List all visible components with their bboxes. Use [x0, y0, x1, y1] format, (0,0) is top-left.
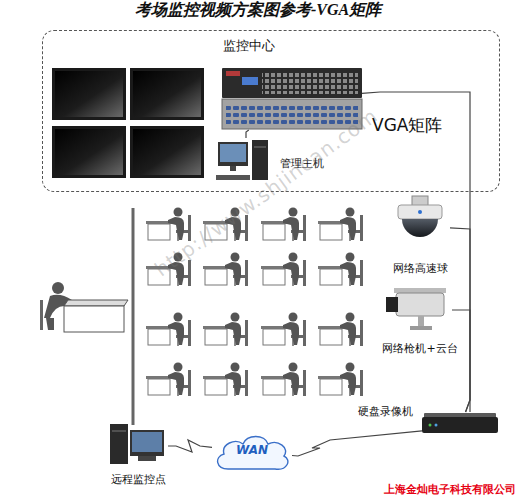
pc-icon — [216, 140, 268, 180]
pc-stand — [138, 456, 156, 461]
monitor-frame — [52, 126, 126, 178]
camera-lens — [386, 297, 398, 312]
monitor-frame — [130, 126, 204, 178]
dvr-front — [422, 417, 498, 433]
student-desk — [261, 313, 306, 347]
matrix-ports — [226, 103, 358, 125]
student-grid — [146, 208, 363, 397]
dvr-light — [429, 424, 432, 427]
monitor-frame — [130, 68, 204, 120]
dvr-device — [422, 413, 498, 433]
monitor-frame — [52, 68, 126, 120]
dvr-device: 硬盘录像机 — [422, 412, 498, 442]
camera-shield — [394, 288, 446, 293]
network-cable — [452, 310, 470, 412]
network-cable — [450, 228, 470, 412]
student-desk — [318, 363, 363, 397]
matrix-device — [222, 68, 362, 129]
group-frame: 监控中心VGA矩阵管理主机 — [42, 30, 500, 192]
teacher-legs — [46, 318, 54, 330]
dome-logo — [418, 210, 422, 214]
camera-body — [396, 293, 444, 316]
monitor-screen — [55, 129, 123, 175]
pc-drive — [254, 147, 266, 148]
monitor-screen — [133, 71, 201, 117]
monitor-screen — [55, 71, 123, 117]
dome-camera — [398, 196, 442, 237]
diagram-title: 考场监控视频方案图参考-VGA矩阵 — [0, 0, 516, 21]
student-desk — [146, 363, 191, 397]
pc-tower — [252, 140, 268, 180]
dome-housing — [398, 205, 442, 219]
pc-monitor — [218, 142, 248, 166]
camera-base — [410, 326, 432, 330]
student-desk — [203, 313, 248, 347]
teacher-desk — [40, 282, 128, 332]
teacher-desk-top — [64, 300, 128, 306]
node-label: VGA矩阵 — [372, 116, 442, 136]
teacher-desk-front — [64, 306, 124, 332]
monitor-wall — [52, 68, 204, 178]
network-cable — [246, 130, 249, 138]
matrix-device: VGA矩阵 — [222, 68, 362, 130]
pc-screen — [132, 432, 162, 452]
matrix-logo — [226, 71, 240, 76]
student-desk — [261, 363, 306, 397]
node-label: WAN — [236, 444, 268, 458]
pc-monitor — [130, 430, 164, 456]
student-desk — [203, 253, 248, 287]
pc-device: 远程监控点 — [108, 422, 168, 470]
network-cable — [292, 431, 422, 456]
node-label: 硬盘录像机 — [358, 406, 413, 419]
teacher-head — [52, 282, 64, 294]
monitor-screen — [133, 129, 201, 175]
node-label: 网络高速球 — [393, 263, 448, 276]
student-desk — [261, 253, 306, 287]
dome-glass — [402, 219, 438, 237]
student-desk — [203, 363, 248, 397]
dvr-light — [435, 424, 438, 427]
pc-stand — [230, 166, 236, 171]
network-cable — [168, 440, 212, 452]
matrix-buttons — [262, 72, 358, 94]
pc-tower — [110, 424, 128, 464]
camera-device: 网络高速球 — [390, 195, 450, 257]
student-desk — [318, 208, 363, 242]
node-label: 监控中心 — [223, 39, 275, 54]
student-desk — [318, 253, 363, 287]
matrix-lcd — [242, 77, 258, 85]
network-cable — [362, 92, 470, 412]
pc-keyboard — [216, 175, 250, 180]
student-desk — [146, 313, 191, 347]
remote-pc — [110, 424, 164, 464]
company-name: 上海金灿电子科技有限公司 — [384, 483, 516, 497]
student-desk — [318, 313, 363, 347]
node-label: 远程监控点 — [111, 474, 166, 487]
camera-device: 网络枪机+云台 — [388, 285, 452, 335]
pc-screen — [220, 144, 246, 162]
teacher-chair — [40, 300, 43, 330]
node-label: 网络枪机+云台 — [382, 343, 457, 356]
camera-bracket — [418, 316, 424, 326]
cloud-shape — [218, 437, 288, 470]
box-camera — [386, 288, 446, 330]
wan-cloud: WAN — [212, 432, 292, 472]
matrix-front — [222, 68, 362, 98]
room-wall — [132, 208, 135, 425]
pc-drive — [112, 431, 126, 432]
student-desk — [261, 208, 306, 242]
